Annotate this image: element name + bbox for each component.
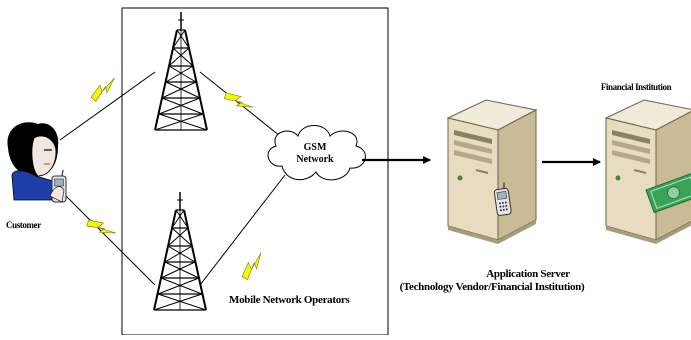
- connection-lines: [59, 71, 286, 286]
- tower-icon: [154, 11, 208, 131]
- lightning-icon: [237, 251, 269, 282]
- customer-icon: [7, 122, 67, 203]
- lightning-icon: [84, 214, 117, 243]
- mno-label: Mobile Network Operators: [229, 294, 351, 306]
- server-icon: [605, 99, 691, 245]
- server-icon: [447, 99, 537, 245]
- gsm-label: GSM: [304, 142, 327, 153]
- app-server-label: Application Server: [486, 268, 570, 280]
- cloud-icon: GSM Network: [267, 125, 366, 181]
- app-server-sublabel: (Technology Vendor/Financial Institution…: [400, 281, 585, 293]
- lightning-icon: [87, 76, 121, 103]
- financial-institution-label: Financial Institution: [601, 82, 672, 92]
- banknote-icon: [645, 172, 691, 214]
- customer-label: Customer: [6, 220, 41, 230]
- network-label: Network: [296, 154, 334, 165]
- tower-icon: [153, 191, 207, 311]
